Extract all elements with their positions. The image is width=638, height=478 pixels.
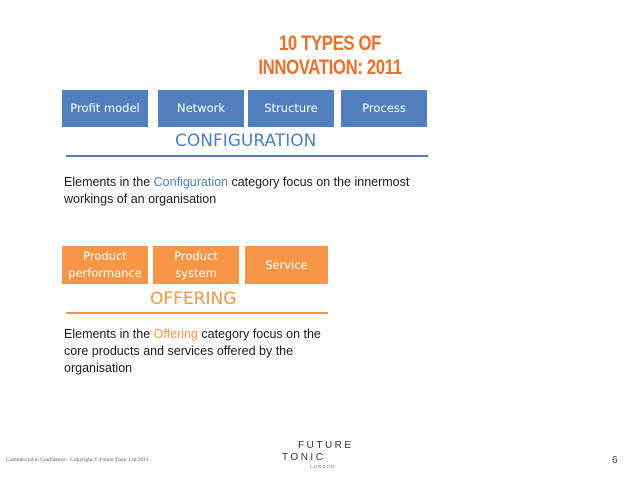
box-product-performance: Product performance — [62, 246, 148, 284]
box-network: Network — [158, 90, 244, 127]
box-product-performance-line2: performance — [68, 266, 142, 280]
logo-line-tonic: TONIC — [282, 452, 326, 463]
configuration-heading: CONFIGURATION — [175, 131, 317, 151]
offering-desc-keyword: Offering — [153, 327, 198, 341]
logo-line-london: LONDON — [310, 464, 335, 469]
slide-title: 10 TYPES OF INNOVATION: 2011 — [258, 32, 402, 79]
offering-description: Elements in the Offering category focus … — [64, 326, 339, 377]
logo-line-future: FUTURE — [298, 440, 354, 451]
offering-desc-after: category focus on the core products and … — [64, 327, 321, 375]
box-profit-model: Profit model — [62, 90, 148, 127]
configuration-description: Elements in the Configuration category f… — [64, 174, 434, 208]
future-tonic-logo: FUTURE TONIC LONDON — [282, 440, 362, 470]
configuration-desc-before: Elements in the — [64, 175, 154, 189]
box-service-label: Service — [265, 257, 308, 272]
box-process: Process — [341, 90, 427, 127]
footer-copyright: Commercial in Confidence · Copyright © F… — [6, 457, 149, 463]
box-product-system-line2: system — [175, 266, 217, 280]
box-structure: Structure — [248, 90, 334, 127]
offering-desc-before: Elements in the — [64, 327, 154, 341]
page-number: 6 — [612, 455, 618, 466]
box-product-performance-line1: Product — [83, 249, 127, 264]
configuration-rule — [66, 155, 428, 157]
configuration-desc-after: category focus on the innermost workings… — [64, 175, 410, 206]
offering-heading: OFFERING — [150, 289, 237, 309]
offering-rule — [66, 312, 328, 314]
box-product-system: Product system — [153, 246, 239, 284]
box-product-system-line1: Product — [174, 249, 218, 264]
box-service: Service — [245, 246, 328, 284]
configuration-desc-keyword: Configuration — [153, 175, 228, 189]
